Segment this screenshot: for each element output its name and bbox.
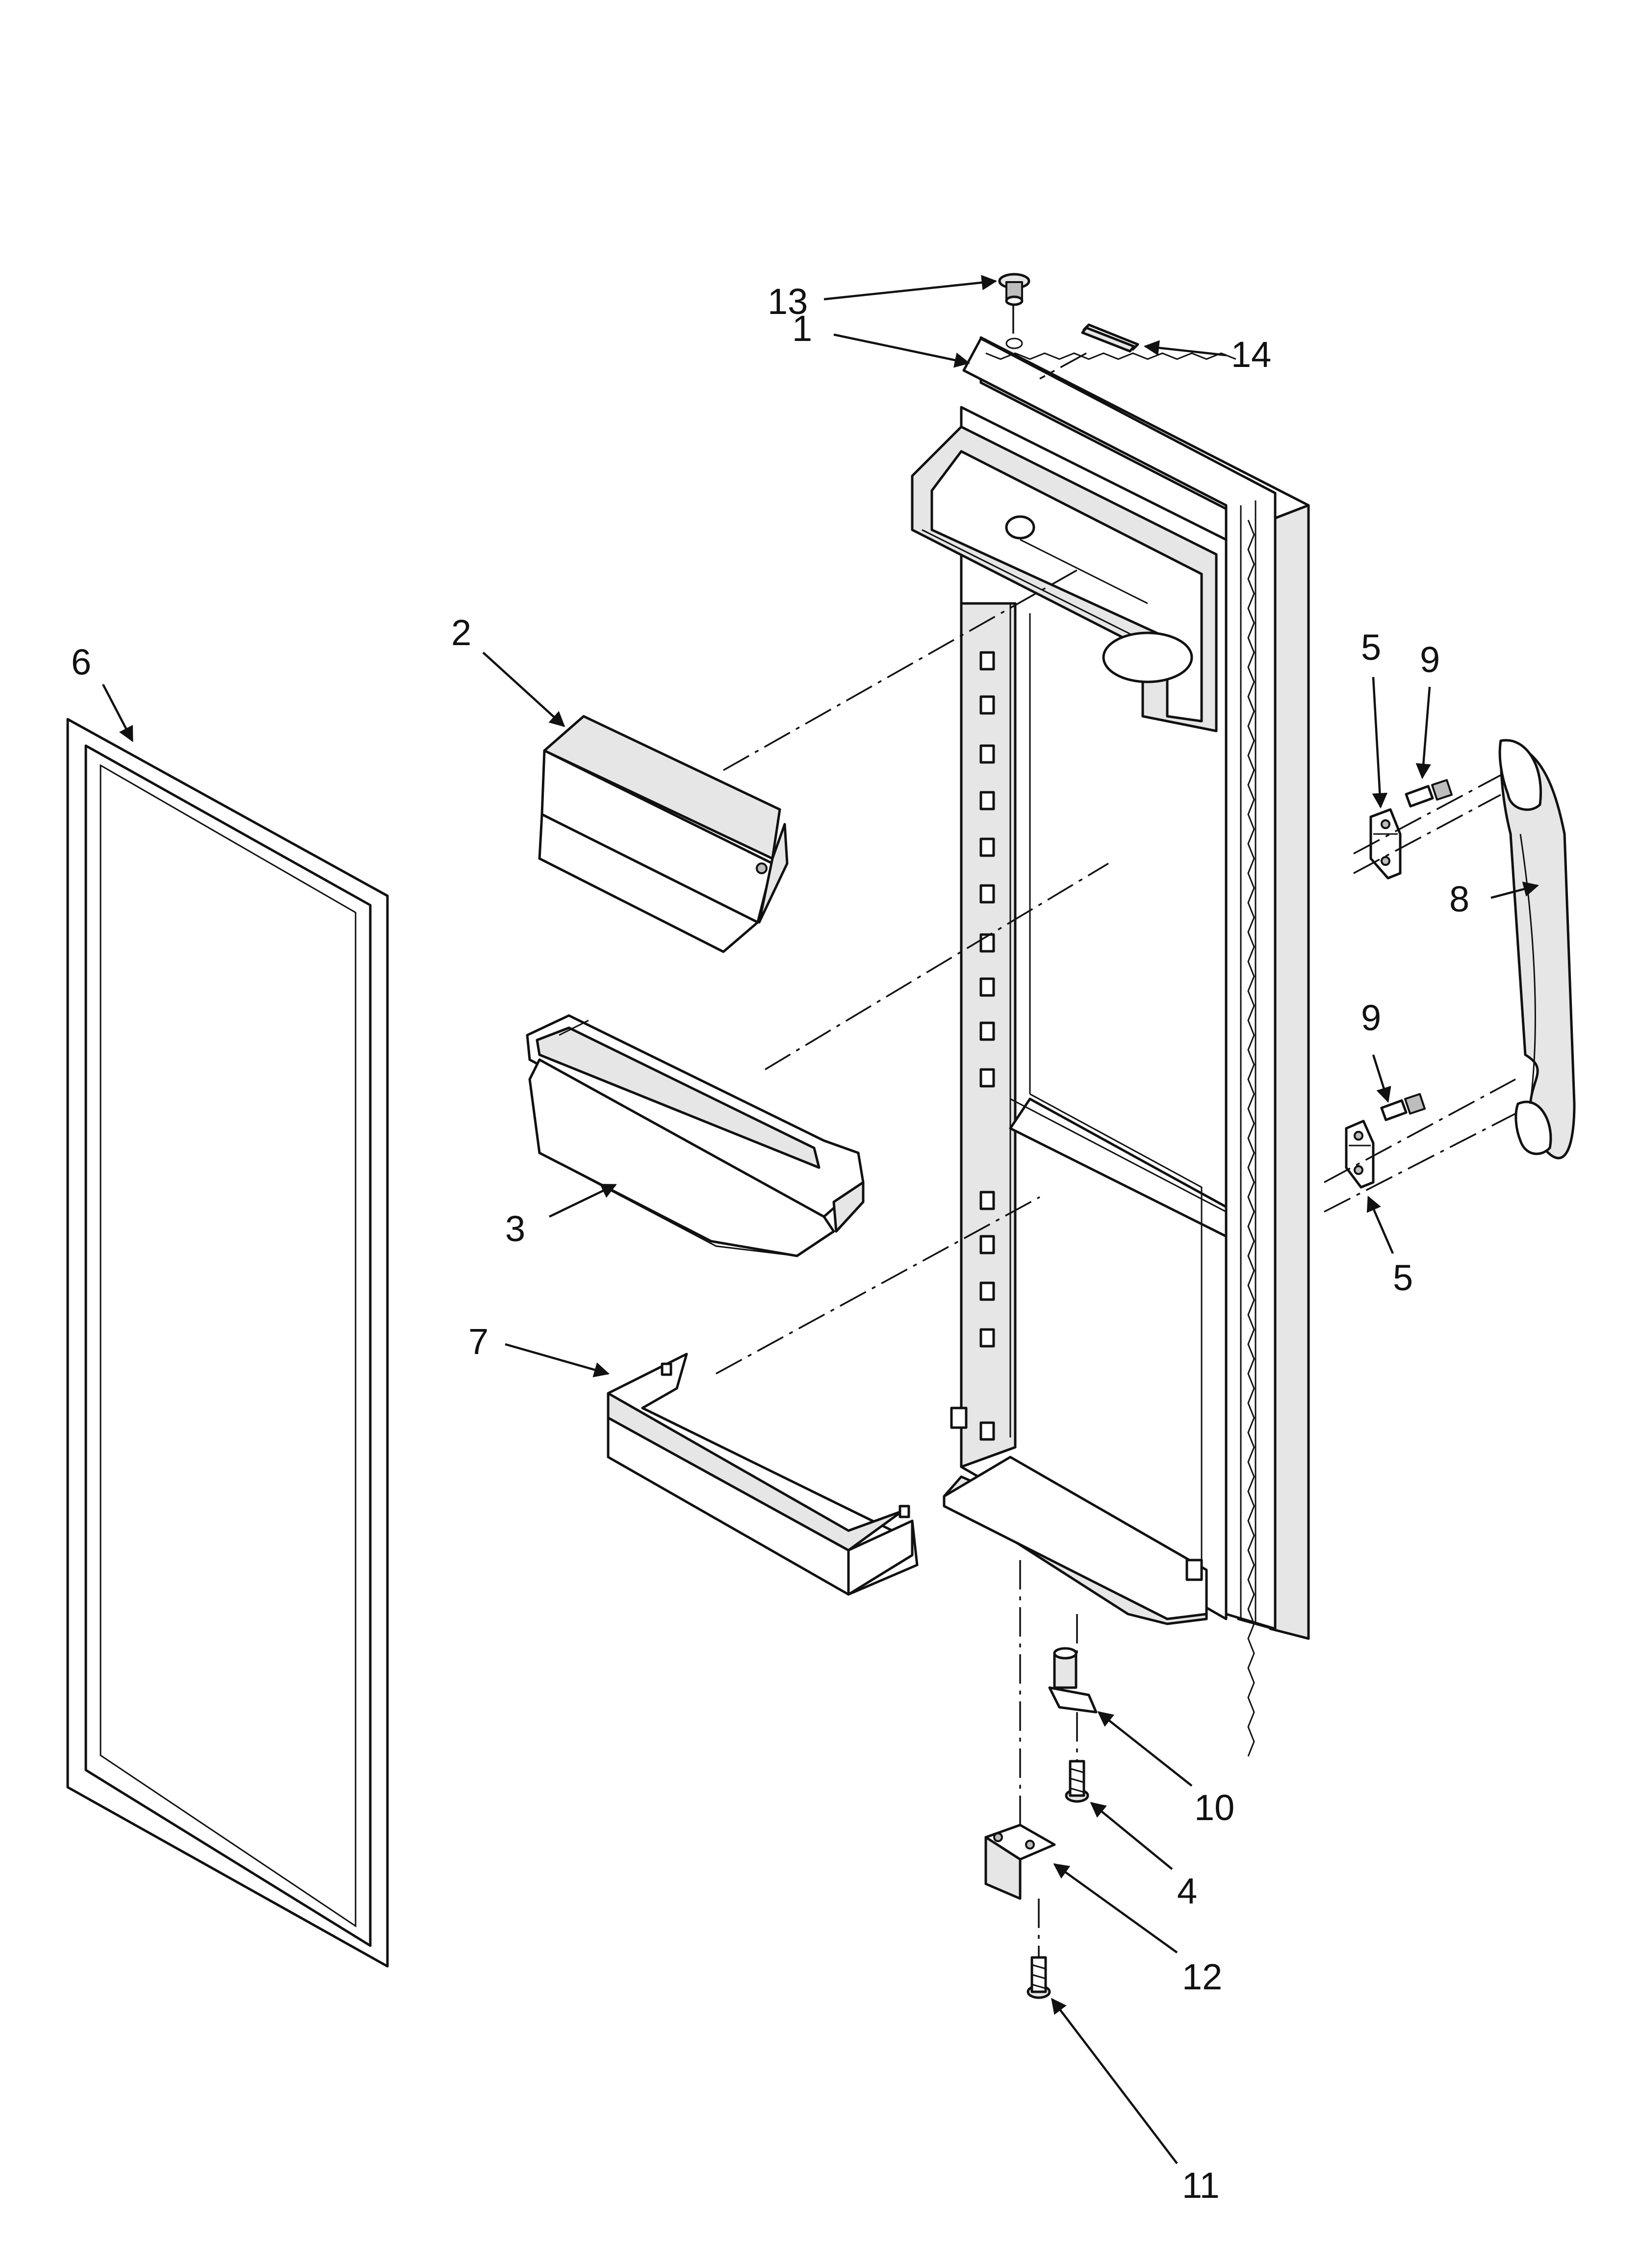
- handle-screw[interactable]: [1405, 779, 1453, 808]
- hinge-bushing[interactable]: [998, 273, 1030, 349]
- hinge-pin[interactable]: [1048, 1647, 1098, 1714]
- callout-13: 13: [768, 281, 808, 322]
- door-handle[interactable]: [1498, 739, 1576, 1160]
- handle-bracket[interactable]: [1345, 1120, 1375, 1189]
- dairy-door[interactable]: [538, 715, 789, 953]
- callout-9b: 9: [1361, 997, 1381, 1038]
- callout-5b: 5: [1393, 1257, 1413, 1298]
- callout-11: 11: [1182, 2165, 1220, 2206]
- hinge-screw[interactable]: [1065, 1760, 1089, 1803]
- callout-leaders: [102, 275, 1539, 2164]
- callout-10: 10: [1194, 1787, 1234, 1828]
- callout-7: 7: [468, 1321, 488, 1362]
- rating-label[interactable]: [1081, 323, 1139, 353]
- handle-screw[interactable]: [1380, 1093, 1426, 1121]
- handle-bracket[interactable]: [1369, 808, 1402, 880]
- callout-labels: 13 1 14 2 6 3 7 5 9 8 9 5 10 4 12 11: [71, 281, 1469, 2206]
- assembly-lines: [716, 304, 1516, 1957]
- callout-14: 14: [1231, 334, 1271, 375]
- door-liner[interactable]: [911, 336, 1310, 1757]
- callout-4: 4: [1177, 1871, 1197, 1911]
- callout-12: 12: [1182, 1956, 1222, 1997]
- hinge-screw[interactable]: [1026, 1956, 1051, 1999]
- callout-9a: 9: [1420, 639, 1440, 680]
- callout-3: 3: [505, 1208, 525, 1249]
- callout-6: 6: [71, 642, 91, 682]
- lower-hinge[interactable]: [984, 1824, 1056, 1900]
- callout-5a: 5: [1361, 627, 1381, 668]
- liner-rail-tabs: [979, 651, 995, 1441]
- callout-1: 1: [792, 308, 812, 349]
- door-bin[interactable]: [526, 1014, 865, 1257]
- callout-8: 8: [1449, 879, 1469, 919]
- callout-2: 2: [451, 612, 471, 653]
- door-shelf-rail[interactable]: [607, 1353, 919, 1596]
- door-gasket[interactable]: [66, 718, 389, 1968]
